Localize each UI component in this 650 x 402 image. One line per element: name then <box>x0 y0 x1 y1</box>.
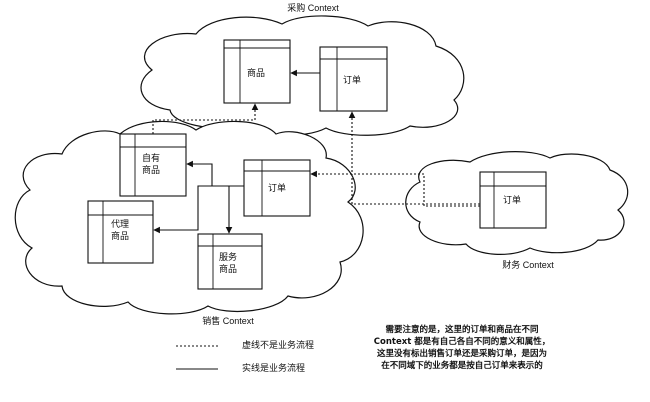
sales-own-product-label-2: 商品 <box>142 164 160 176</box>
sales-agent-product-box: 代理 商品 <box>87 200 154 264</box>
sales-service-product-label-1: 服务 <box>219 251 237 263</box>
purchase-product-label: 商品 <box>247 67 265 79</box>
finance-context-label: 财务 Context <box>502 259 554 270</box>
own-product-to-purchase-product-dashed-arrow <box>152 103 259 134</box>
sales-order-box: 订单 <box>243 159 311 217</box>
purchase-order-box: 订单 <box>319 46 388 112</box>
sales-agent-product-label-2: 商品 <box>111 230 129 242</box>
finance-order-label: 订单 <box>503 194 521 206</box>
sales-order-to-service-product-arrow <box>225 185 244 234</box>
sales-context-label: 销售 Context <box>202 315 254 326</box>
sales-order-to-agent-product-arrow <box>153 185 244 234</box>
note-line-3: 这里没有标出销售订单还是采购订单，是因为 <box>377 348 547 359</box>
sales-context-cloud <box>14 120 364 315</box>
note-line-4: 在不同域下的业务都是按自己订单来表示的 <box>381 360 543 371</box>
sales-service-product-label-2: 商品 <box>219 263 237 275</box>
sales-service-product-box: 服务 商品 <box>197 233 263 290</box>
note-line-1: 需要注意的是，这里的订单和商品在不同 <box>385 324 538 335</box>
purchase-context-cloud <box>140 15 465 136</box>
finance-to-purchase-order-dashed-arrow <box>348 111 480 205</box>
finance-order-box: 订单 <box>479 171 547 229</box>
sales-agent-product-label-1: 代理 <box>111 219 129 230</box>
purchase-context-label: 采购 Context <box>287 2 339 13</box>
sales-own-product-label-1: 自有 <box>142 152 160 164</box>
note-line-2: Context 都是有自己各自不同的意义和属性， <box>374 336 550 347</box>
purchase-product-box: 商品 <box>223 39 291 104</box>
sales-own-product-box: 自有 商品 <box>119 133 187 197</box>
purchase-order-label: 订单 <box>343 74 361 86</box>
finance-to-sales-order-dashed-arrow <box>310 170 480 207</box>
legend-dashed-label: 虚线不是业务流程 <box>242 339 314 351</box>
sales-order-label: 订单 <box>268 182 286 194</box>
legend-solid-label: 实线是业务流程 <box>242 362 305 374</box>
